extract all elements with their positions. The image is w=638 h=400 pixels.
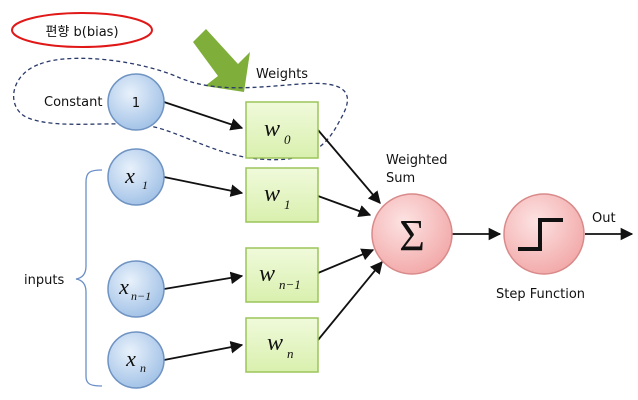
- svg-text:x: x: [125, 346, 136, 371]
- svg-text:n−1: n−1: [279, 277, 301, 292]
- edge-w1-sum: [317, 195, 372, 218]
- svg-text:n: n: [140, 361, 146, 375]
- bias-pointer-arrow: [193, 29, 250, 92]
- svg-text:1: 1: [284, 197, 291, 212]
- edge-const-w0: [163, 101, 244, 131]
- step-icon: [518, 218, 563, 251]
- weight-box-w0: w 0: [245, 101, 319, 159]
- svg-text:1: 1: [142, 178, 148, 192]
- svg-text:1: 1: [132, 96, 140, 111]
- svg-text:x: x: [124, 163, 135, 188]
- svg-text:w: w: [264, 181, 280, 207]
- svg-text:n−1: n−1: [131, 289, 151, 303]
- edge-wn1-sum: [317, 248, 375, 274]
- input-node-xn-1: x n−1: [107, 260, 165, 318]
- svg-text:w: w: [264, 116, 280, 142]
- svg-text:w: w: [259, 261, 275, 287]
- inputs-bracket: [75, 169, 103, 387]
- svg-text:0: 0: [284, 132, 291, 147]
- out-label: Out: [592, 211, 616, 226]
- sum-symbol: Σ: [399, 211, 425, 260]
- input-node-xn: x n: [107, 331, 165, 389]
- svg-text:n: n: [287, 346, 294, 361]
- inputs-label: inputs: [24, 273, 64, 288]
- weight-box-wn-1: w n−1: [245, 247, 319, 303]
- svg-text:w: w: [267, 330, 283, 356]
- step-function-node: [503, 193, 585, 275]
- edge-w0-sum: [317, 129, 381, 204]
- bias-title: 편향 b(bias): [45, 25, 118, 40]
- edge-wn-sum: [317, 261, 383, 341]
- step-function-label: Step Function: [496, 287, 585, 302]
- connections: [163, 101, 634, 361]
- sum-node: Σ: [371, 193, 453, 275]
- edge-x1-w1: [163, 176, 244, 197]
- input-node-x1: x 1: [107, 148, 165, 206]
- weight-box-wn: w n: [245, 317, 319, 373]
- weighted-sum-label-line1: Weighted: [386, 153, 448, 168]
- weights-label: Weights: [256, 67, 308, 82]
- svg-text:x: x: [118, 274, 129, 299]
- edge-xn1-wn1: [163, 271, 244, 290]
- edge-xn-wn: [163, 340, 244, 361]
- input-node-constant: 1: [107, 73, 165, 131]
- weighted-sum-label-line2: Sum: [386, 171, 415, 186]
- constant-label: Constant: [44, 95, 102, 110]
- bias-title-outline: [11, 12, 153, 48]
- weight-box-w1: w 1: [245, 167, 319, 223]
